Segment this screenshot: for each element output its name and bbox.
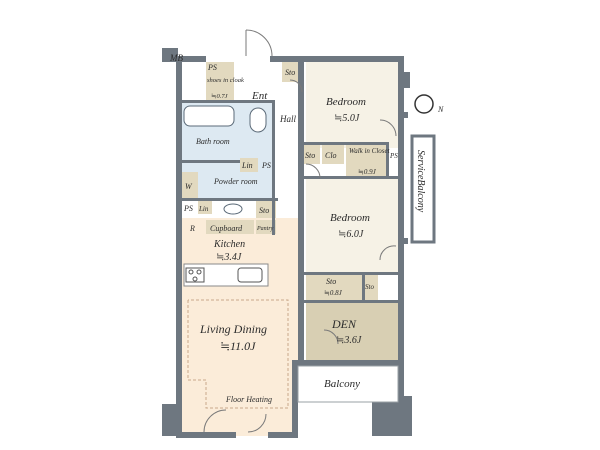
hall-label: Hall xyxy=(279,114,297,124)
sto-bed-label: Sto xyxy=(305,151,315,160)
sto-small-fill xyxy=(364,274,378,300)
north-label: N xyxy=(437,105,444,114)
balcony-label: Balcony xyxy=(324,378,360,390)
powder-label: Powder room xyxy=(213,177,258,186)
mb-label: MB xyxy=(169,53,183,63)
cupboard-label: Cupboard xyxy=(210,224,243,233)
kitchen-area: ≒3.4J xyxy=(216,252,242,263)
bathtub-icon xyxy=(183,105,235,127)
floor-heating-outline xyxy=(187,299,289,409)
cooktop-icon xyxy=(185,267,205,283)
sto-big-fill xyxy=(306,274,362,300)
r-label: R xyxy=(189,224,195,233)
ps-top-label: PS xyxy=(207,63,217,72)
w-label: W xyxy=(185,182,193,191)
bedroom1-area: ≒5.0J xyxy=(334,113,360,124)
walkin-label: Walk in Closet xyxy=(349,147,391,155)
bedroom-top-fill xyxy=(306,62,398,148)
den-area: ≒3.6J xyxy=(336,335,362,346)
pantry-fill xyxy=(256,220,276,234)
cupboard-fill xyxy=(206,220,254,234)
sto-bed-fill xyxy=(304,144,320,164)
w-fill xyxy=(182,172,198,200)
living-label: Living Dining xyxy=(199,322,267,336)
sto-big-label: Sto xyxy=(326,277,336,286)
den-fill xyxy=(306,302,398,360)
walls xyxy=(162,48,412,438)
shoes-cloak-fill xyxy=(206,62,234,102)
sto-small-label: Sto xyxy=(365,283,374,291)
toilet-icon xyxy=(249,107,267,133)
sto-kitchen-fill xyxy=(256,200,276,218)
washbasin-icon xyxy=(223,203,243,215)
bedroom2-label: Bedroom xyxy=(330,212,370,224)
walkin-fill xyxy=(346,144,386,178)
sto-ent-label: Sto xyxy=(285,68,295,77)
sink-icon xyxy=(237,267,263,283)
bath-label: Bath room xyxy=(196,137,230,146)
sto-kitchen-label: Sto xyxy=(259,206,269,215)
service-balcony-label: ServiceBalcony xyxy=(415,150,426,213)
ps-right-label: PS xyxy=(389,152,398,160)
kitchen-label: Kitchen xyxy=(213,239,245,250)
shoes-cloak-label: shoes in cloak xyxy=(207,77,244,84)
clo-fill xyxy=(322,144,344,164)
shoes-cloak-area: ≒0.7J xyxy=(211,93,229,100)
clo-label: Clo xyxy=(325,151,337,160)
floor-heating-label: Floor Heating xyxy=(225,395,272,404)
bedroom-bottom-fill xyxy=(306,178,398,274)
walkin-area: ≒0.9J xyxy=(358,168,377,176)
north-arrow-icon xyxy=(414,94,434,114)
door-swings xyxy=(203,29,397,433)
living-dining-fill xyxy=(180,218,298,436)
sto-big-area: ≒0.8J xyxy=(324,289,343,297)
living-area: ≒11.0J xyxy=(220,339,256,353)
den-label: DEN xyxy=(331,317,357,331)
pantry-label: Pantry xyxy=(256,226,274,232)
ps-mid-label: PS xyxy=(261,161,271,170)
lin2-label: Lin xyxy=(198,205,209,213)
ent-label: Ent xyxy=(251,90,268,102)
balcony xyxy=(297,365,399,403)
service-balcony xyxy=(410,134,436,244)
bedroom2-area: ≒6.0J xyxy=(338,229,364,240)
lin1-label: Lin xyxy=(241,161,253,170)
bedroom1-label: Bedroom xyxy=(326,96,366,108)
ps-low-label: PS xyxy=(183,204,193,213)
lin1-fill xyxy=(240,158,258,172)
lin2-fill xyxy=(198,200,212,214)
